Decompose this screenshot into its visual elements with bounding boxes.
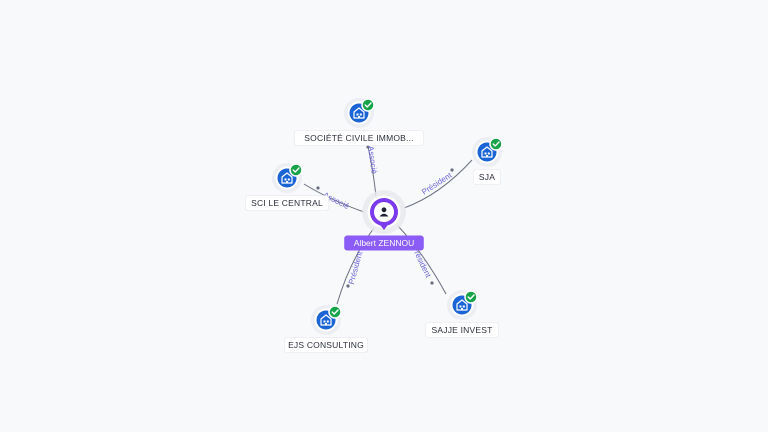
edge-arrow [366,145,370,149]
person-icon [379,207,389,217]
edge-line [397,225,447,295]
building-icon [320,314,332,326]
nodes-layer: SOCIÉTÉ CIVILE IMMOB... SCI LE CENTRAL SJA… [245,98,503,353]
company-name-label: SCI LE CENTRAL [251,198,323,208]
verified-check-icon [289,163,303,177]
edge-label: Associé [366,145,379,175]
company-node-sajje-invest[interactable]: SAJJE INVEST [425,290,499,338]
edge-label: Président [420,170,454,196]
verified-check-icon [489,137,503,151]
node-label-background [294,130,424,146]
person-node[interactable]: Albert ZENNOU [344,190,424,251]
node-label-background [245,195,330,211]
building-icon [281,172,293,184]
node-label-background [473,169,501,185]
building-icon [353,107,365,119]
edge-label: Président [347,250,365,286]
edge-arrow [450,168,454,172]
company-node-societe-civile[interactable]: SOCIÉTÉ CIVILE IMMOB... [294,98,424,146]
company-node-sja[interactable]: SJA [472,137,503,185]
edge-arrow [430,281,434,285]
edge-arrow [346,284,350,288]
verified-check-icon [328,305,342,319]
company-name-label: SOCIÉTÉ CIVILE IMMOB... [304,133,413,143]
building-icon [481,146,493,158]
building-icon [456,299,468,311]
company-name-label: SAJJE INVEST [432,325,493,335]
edge-line [303,183,365,213]
verified-check-icon [361,98,375,112]
edge-line [336,227,375,305]
person-name-label: Albert ZENNOU [354,238,414,248]
edge-sja: Président [403,159,473,209]
edge-arrow [316,186,320,190]
node-label-background [425,322,499,338]
company-name-label: SJA [479,172,495,182]
node-label-background [283,337,368,353]
person-label-background [344,235,424,251]
company-node-sci-le-central[interactable]: SCI LE CENTRAL [245,163,330,211]
edge-line [403,159,473,209]
verified-check-icon [464,290,478,304]
company-node-ejs-consulting[interactable]: EJS CONSULTING [283,305,368,353]
company-name-label: EJS CONSULTING [288,340,364,350]
